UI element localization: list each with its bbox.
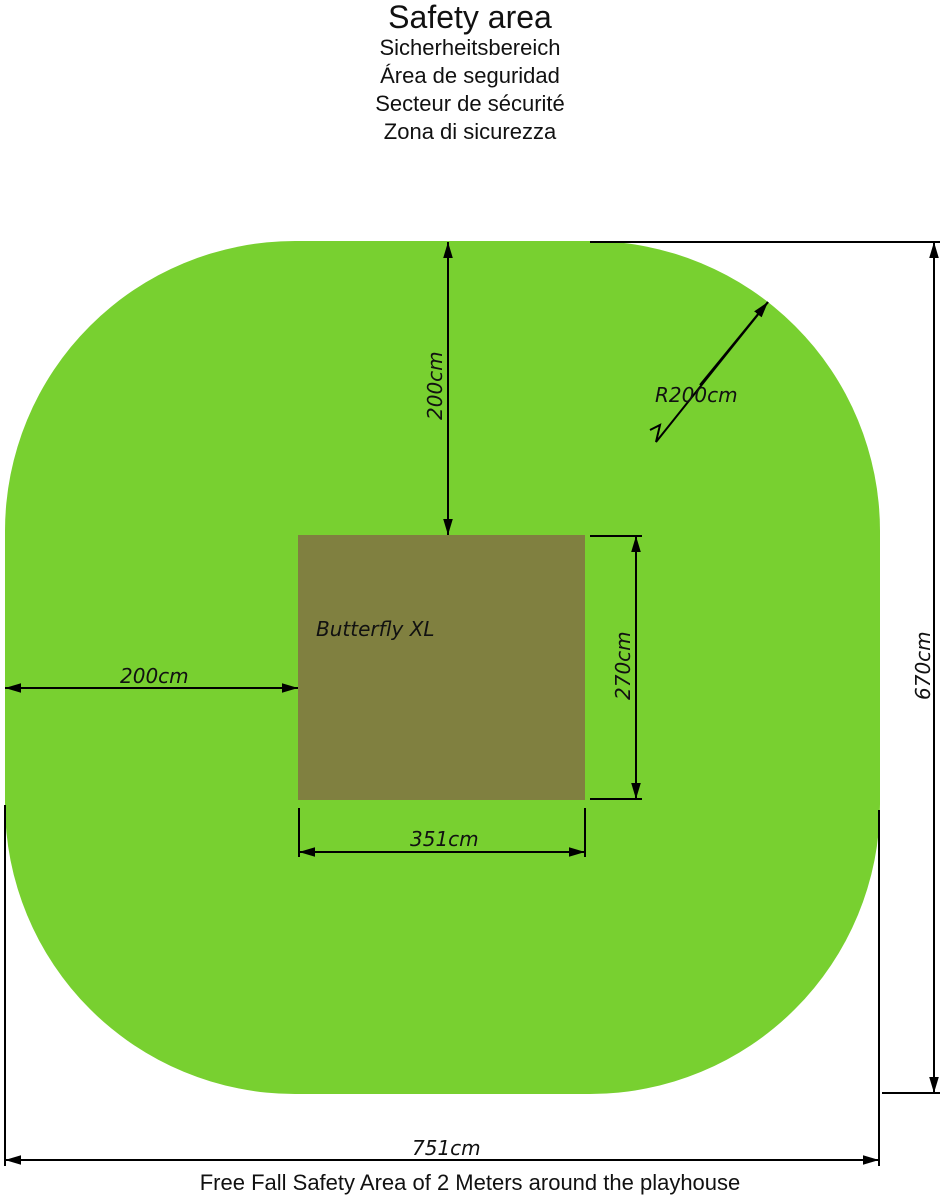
playhouse-footprint (298, 535, 585, 800)
title-it: Zona di sicurezza (383, 119, 557, 144)
depth-label: 270cm (611, 631, 635, 700)
left-clearance-label: 200cm (120, 664, 189, 688)
total-width-label: 751cm (412, 1136, 481, 1160)
radius-arrow (699, 301, 769, 386)
footer-caption: Free Fall Safety Area of 2 Meters around… (199, 1170, 741, 1195)
title-es: Área de seguridad (380, 63, 560, 88)
title-block: Safety area Sicherheitsbereich Área de s… (0, 0, 940, 146)
width-label: 351cm (410, 827, 479, 851)
title-de: Sicherheitsbereich (379, 35, 561, 60)
total-height-label: 670cm (911, 631, 935, 700)
radius-leader (649, 301, 769, 443)
title-fr: Secteur de sécurité (375, 91, 565, 116)
radius-label: R200cm (655, 383, 738, 407)
product-label: Butterfly XL (316, 617, 435, 641)
top-clearance-label: 200cm (423, 351, 447, 420)
title: Safety area (388, 0, 552, 35)
